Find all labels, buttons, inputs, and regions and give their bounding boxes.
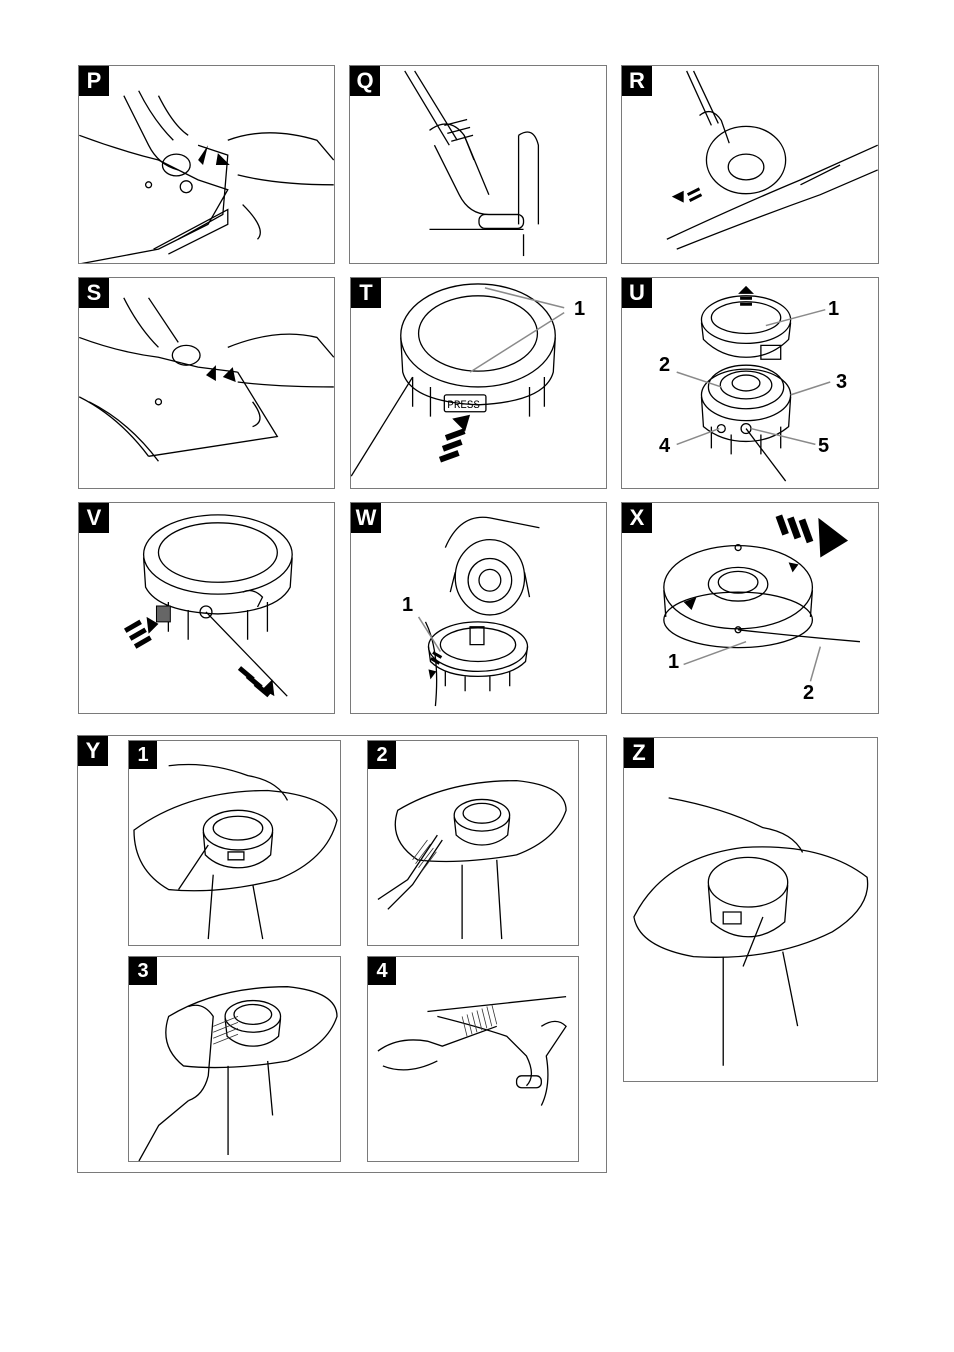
hands-pressing-blade-cover-illustration [79,66,334,263]
callout-2: 2 [659,354,670,377]
figure-panel-x: X 1 2 [621,502,879,714]
subpanel-label: 2 [368,741,396,769]
figure-panel-y1: 1 [128,740,341,946]
figure-panel-t: T PRESS 1 [350,277,607,489]
figure-panel-y4: 4 [367,956,579,1162]
subpanel-label: 3 [129,957,157,985]
callout-1: 1 [402,594,413,617]
subpanel-label: 4 [368,957,396,985]
callout-3: 3 [836,371,847,394]
spool-guard-cleaning-step-3-illustration [129,957,340,1161]
panel-label: V [79,503,109,533]
hands-removing-blade-cover-illustration [79,278,334,488]
line-winding-spool-illustration [622,503,878,713]
spool-guard-cleaning-step-2-illustration [368,741,578,945]
figure-panel-y3: 3 [128,956,341,1162]
spool-eyelet-insertion-illustration [79,503,334,713]
callout-1: 1 [668,651,679,674]
spool-cover-fitting-illustration [624,738,877,1081]
figure-panel-r: R [621,65,879,264]
press-button-label: PRESS [447,400,480,412]
handle-cleaning-brush-illustration [368,957,578,1161]
figure-panel-z: Z [623,737,878,1082]
figure-panel-u: U 1 2 3 4 [621,277,879,489]
trimmer-handle-grip-illustration [350,66,606,263]
callout-4: 4 [659,435,670,458]
panel-label: S [79,278,109,308]
callout-1: 1 [574,298,585,321]
figure-panel-w: W 1 [350,502,607,714]
spool-reassembly-illustration [351,503,606,713]
panel-label: Z [624,738,654,768]
figure-panel-y2: 2 [367,740,579,946]
panel-label: Q [350,66,380,96]
spool-press-release-illustration: PRESS [351,278,606,488]
trimming-lawn-edge-illustration [622,66,878,263]
panel-label: W [351,503,381,533]
panel-label: X [622,503,652,533]
subpanel-label: 1 [129,741,157,769]
callout-2: 2 [803,682,814,705]
figure-panel-q: Q [349,65,607,264]
panel-label: R [622,66,652,96]
figure-panel-p: P [78,65,335,264]
spool-guard-cleaning-step-1-illustration [129,741,340,945]
callout-1: 1 [828,298,839,321]
panel-label: P [79,66,109,96]
figure-panel-s: S [78,277,335,489]
panel-label: T [351,278,381,308]
figure-panel-v: V [78,502,335,714]
panel-label: Y [78,736,108,766]
callout-5: 5 [818,435,829,458]
panel-label: U [622,278,652,308]
